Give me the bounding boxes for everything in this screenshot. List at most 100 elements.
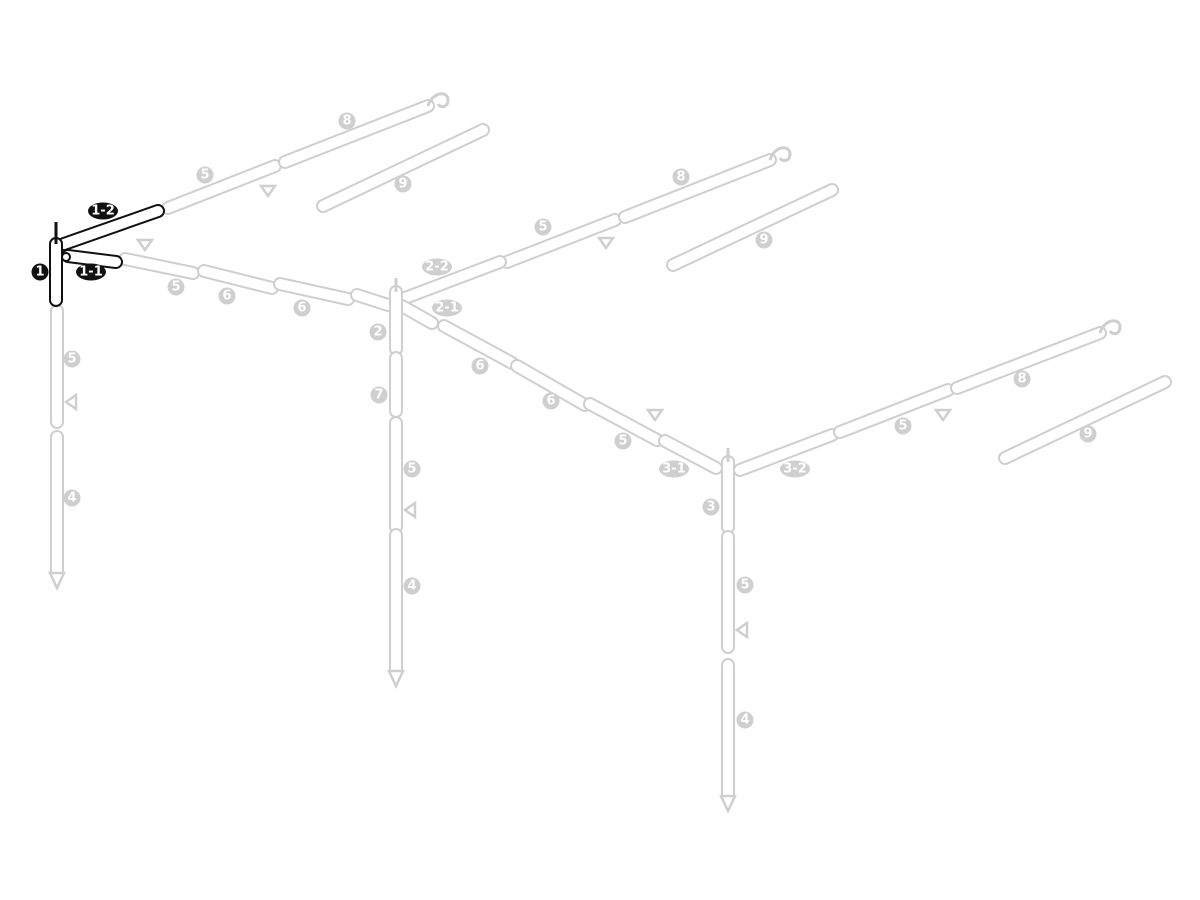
svg-text:1-1: 1-1 bbox=[79, 265, 103, 280]
svg-text:3: 3 bbox=[706, 500, 715, 515]
svg-text:5: 5 bbox=[67, 352, 76, 367]
svg-text:5: 5 bbox=[200, 168, 209, 183]
svg-text:9: 9 bbox=[759, 233, 768, 248]
rafter-5 bbox=[833, 383, 955, 439]
hook bbox=[426, 92, 450, 109]
tube-2-1 bbox=[395, 299, 439, 330]
svg-text:5: 5 bbox=[740, 578, 749, 593]
svg-text:7: 7 bbox=[374, 388, 383, 403]
svg-text:6: 6 bbox=[297, 301, 306, 316]
svg-text:4: 4 bbox=[407, 579, 416, 594]
rafter-9 bbox=[666, 183, 839, 272]
tension-flag bbox=[596, 236, 616, 251]
ground-spike bbox=[719, 794, 737, 814]
label-6: 6 bbox=[471, 357, 489, 375]
svg-text:5: 5 bbox=[407, 462, 416, 477]
rafter-8 bbox=[618, 153, 777, 224]
svg-text:2-2: 2-2 bbox=[425, 260, 449, 275]
ridge-6 bbox=[273, 277, 355, 306]
rafter-5 bbox=[161, 159, 282, 215]
svg-text:8: 8 bbox=[1017, 372, 1026, 387]
tube-1-2 bbox=[57, 204, 165, 251]
svg-text:6: 6 bbox=[546, 394, 555, 409]
label-5: 5 bbox=[196, 166, 214, 184]
label-7: 7 bbox=[370, 386, 388, 404]
leg-flag bbox=[63, 392, 78, 412]
label-5: 5 bbox=[403, 460, 421, 478]
tension-flag bbox=[135, 238, 155, 253]
ridge-6 bbox=[510, 359, 592, 412]
svg-text:8: 8 bbox=[676, 170, 685, 185]
label-1-1: 1-1 bbox=[76, 263, 106, 281]
rafter-9 bbox=[998, 375, 1172, 465]
label-3: 3 bbox=[702, 498, 720, 516]
label-2: 2 bbox=[369, 323, 387, 341]
label-1: 1 bbox=[31, 263, 49, 281]
frame-parts bbox=[48, 92, 1172, 814]
tube-2-2 bbox=[398, 255, 507, 305]
svg-text:1: 1 bbox=[35, 265, 44, 280]
tube-3-1 bbox=[658, 434, 723, 475]
svg-text:5: 5 bbox=[618, 434, 627, 449]
connector bbox=[350, 288, 395, 312]
svg-text:2: 2 bbox=[373, 325, 382, 340]
label-5: 5 bbox=[894, 417, 912, 435]
ground-spike bbox=[387, 669, 405, 689]
label-3-1: 3-1 bbox=[659, 460, 689, 478]
svg-text:2-1: 2-1 bbox=[435, 301, 459, 316]
svg-text:6: 6 bbox=[475, 359, 484, 374]
label-8: 8 bbox=[1013, 370, 1031, 388]
label-6: 6 bbox=[293, 299, 311, 317]
label-5: 5 bbox=[614, 432, 632, 450]
label-9: 9 bbox=[755, 231, 773, 249]
label-5: 5 bbox=[534, 218, 552, 236]
rafter-5 bbox=[500, 213, 622, 269]
label-5: 5 bbox=[167, 278, 185, 296]
leg-flag bbox=[402, 500, 417, 520]
label-8: 8 bbox=[338, 112, 356, 130]
label-4: 4 bbox=[403, 577, 421, 595]
rafter-9 bbox=[316, 123, 490, 213]
svg-text:6: 6 bbox=[222, 289, 231, 304]
tension-flag bbox=[645, 408, 665, 423]
label-3-2: 3-2 bbox=[780, 460, 810, 478]
label-2-1: 2-1 bbox=[432, 299, 462, 317]
ridge-6 bbox=[197, 264, 279, 295]
svg-text:5: 5 bbox=[538, 220, 547, 235]
label-5: 5 bbox=[63, 350, 81, 368]
svg-text:9: 9 bbox=[398, 177, 407, 192]
label-5: 5 bbox=[736, 576, 754, 594]
svg-text:4: 4 bbox=[740, 713, 749, 728]
rafter-8 bbox=[950, 326, 1107, 395]
hook bbox=[1098, 319, 1122, 336]
rafter-8 bbox=[278, 99, 435, 169]
svg-text:3-1: 3-1 bbox=[662, 462, 686, 477]
svg-text:5: 5 bbox=[898, 419, 907, 434]
svg-text:4: 4 bbox=[67, 491, 76, 506]
ridge-5 bbox=[583, 397, 664, 447]
label-4: 4 bbox=[63, 489, 81, 507]
label-1-2: 1-2 bbox=[88, 202, 118, 220]
tension-flag bbox=[258, 184, 278, 199]
bracket bbox=[61, 252, 71, 262]
leg-flag bbox=[734, 620, 749, 640]
svg-text:5: 5 bbox=[171, 280, 180, 295]
svg-text:1-2: 1-2 bbox=[91, 204, 115, 219]
tube-1-1 bbox=[61, 249, 123, 269]
label-8: 8 bbox=[672, 168, 690, 186]
svg-text:3-2: 3-2 bbox=[783, 462, 807, 477]
ground-spike bbox=[48, 571, 66, 591]
ridge-6 bbox=[437, 319, 519, 370]
svg-text:8: 8 bbox=[342, 114, 351, 129]
label-9: 9 bbox=[394, 175, 412, 193]
svg-text:9: 9 bbox=[1083, 427, 1092, 442]
label-2-2: 2-2 bbox=[422, 258, 452, 276]
ridge-5 bbox=[118, 252, 200, 280]
label-6: 6 bbox=[542, 392, 560, 410]
tension-flag bbox=[933, 408, 953, 423]
label-9: 9 bbox=[1079, 425, 1097, 443]
label-4: 4 bbox=[736, 711, 754, 729]
part-labels: 1 1-2 1-1 5 4 5 6 6 2 2-2 2-1 7 5 4 5 8 9 5 8 9 6 6 5 3-1 3 3-2 5 8… bbox=[31, 112, 1097, 729]
hook bbox=[768, 146, 792, 163]
